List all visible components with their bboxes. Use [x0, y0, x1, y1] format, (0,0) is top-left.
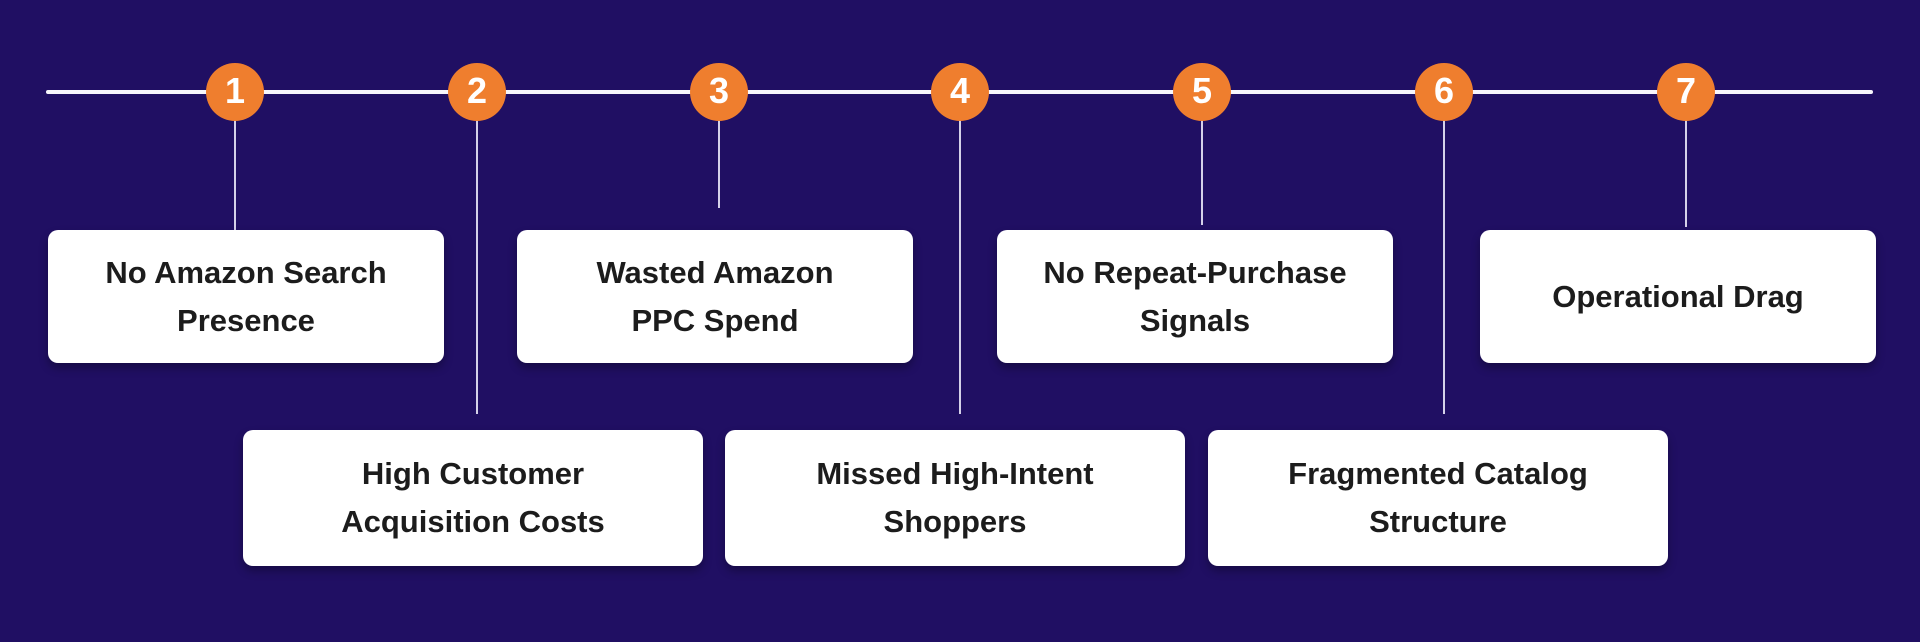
card-label-2: High Customer Acquisition Costs: [341, 456, 605, 539]
connector-step-4: [959, 120, 961, 414]
card-label-4: Missed High-Intent Shoppers: [816, 456, 1094, 539]
card-high-customer-acquisition-costs: High Customer Acquisition Costs: [243, 430, 703, 566]
step-marker-5: 5: [1173, 63, 1231, 121]
step-marker-7: 7: [1657, 63, 1715, 121]
step-marker-2: 2: [448, 63, 506, 121]
card-no-amazon-search-presence: No Amazon Search Presence: [48, 230, 444, 363]
step-marker-4: 4: [931, 63, 989, 121]
card-label-1: No Amazon Search Presence: [105, 254, 387, 338]
connector-step-3: [718, 120, 720, 208]
card-fragmented-catalog-structure: Fragmented Catalog Structure: [1208, 430, 1668, 566]
step-number-4: 4: [949, 70, 971, 111]
card-label-5: No Repeat-Purchase Signals: [1043, 254, 1347, 338]
card-no-repeat-purchase-signals: No Repeat-Purchase Signals: [997, 230, 1393, 363]
card-missed-high-intent-shoppers: Missed High-Intent Shoppers: [725, 430, 1185, 566]
connector-step-2: [476, 120, 478, 414]
step-number-1: 1: [224, 70, 246, 111]
connector-step-7: [1685, 120, 1687, 227]
connector-step-5: [1201, 120, 1203, 225]
card-label-7: Operational Drag: [1552, 278, 1804, 314]
card-operational-drag: Operational Drag: [1480, 230, 1876, 363]
card-label-6: Fragmented Catalog Structure: [1288, 456, 1588, 539]
card-label-3: Wasted Amazon PPC Spend: [596, 254, 834, 338]
step-number-5: 5: [1191, 70, 1213, 111]
step-number-3: 3: [708, 70, 730, 111]
step-marker-1: 1: [206, 63, 264, 121]
step-marker-6: 6: [1415, 63, 1473, 121]
step-number-2: 2: [466, 70, 488, 111]
step-marker-3: 3: [690, 63, 748, 121]
step-number-7: 7: [1675, 70, 1697, 111]
step-number-6: 6: [1433, 70, 1455, 111]
card-wasted-amazon-ppc-spend: Wasted Amazon PPC Spend: [517, 230, 913, 363]
connector-step-1: [234, 120, 236, 230]
connector-step-6: [1443, 120, 1445, 414]
